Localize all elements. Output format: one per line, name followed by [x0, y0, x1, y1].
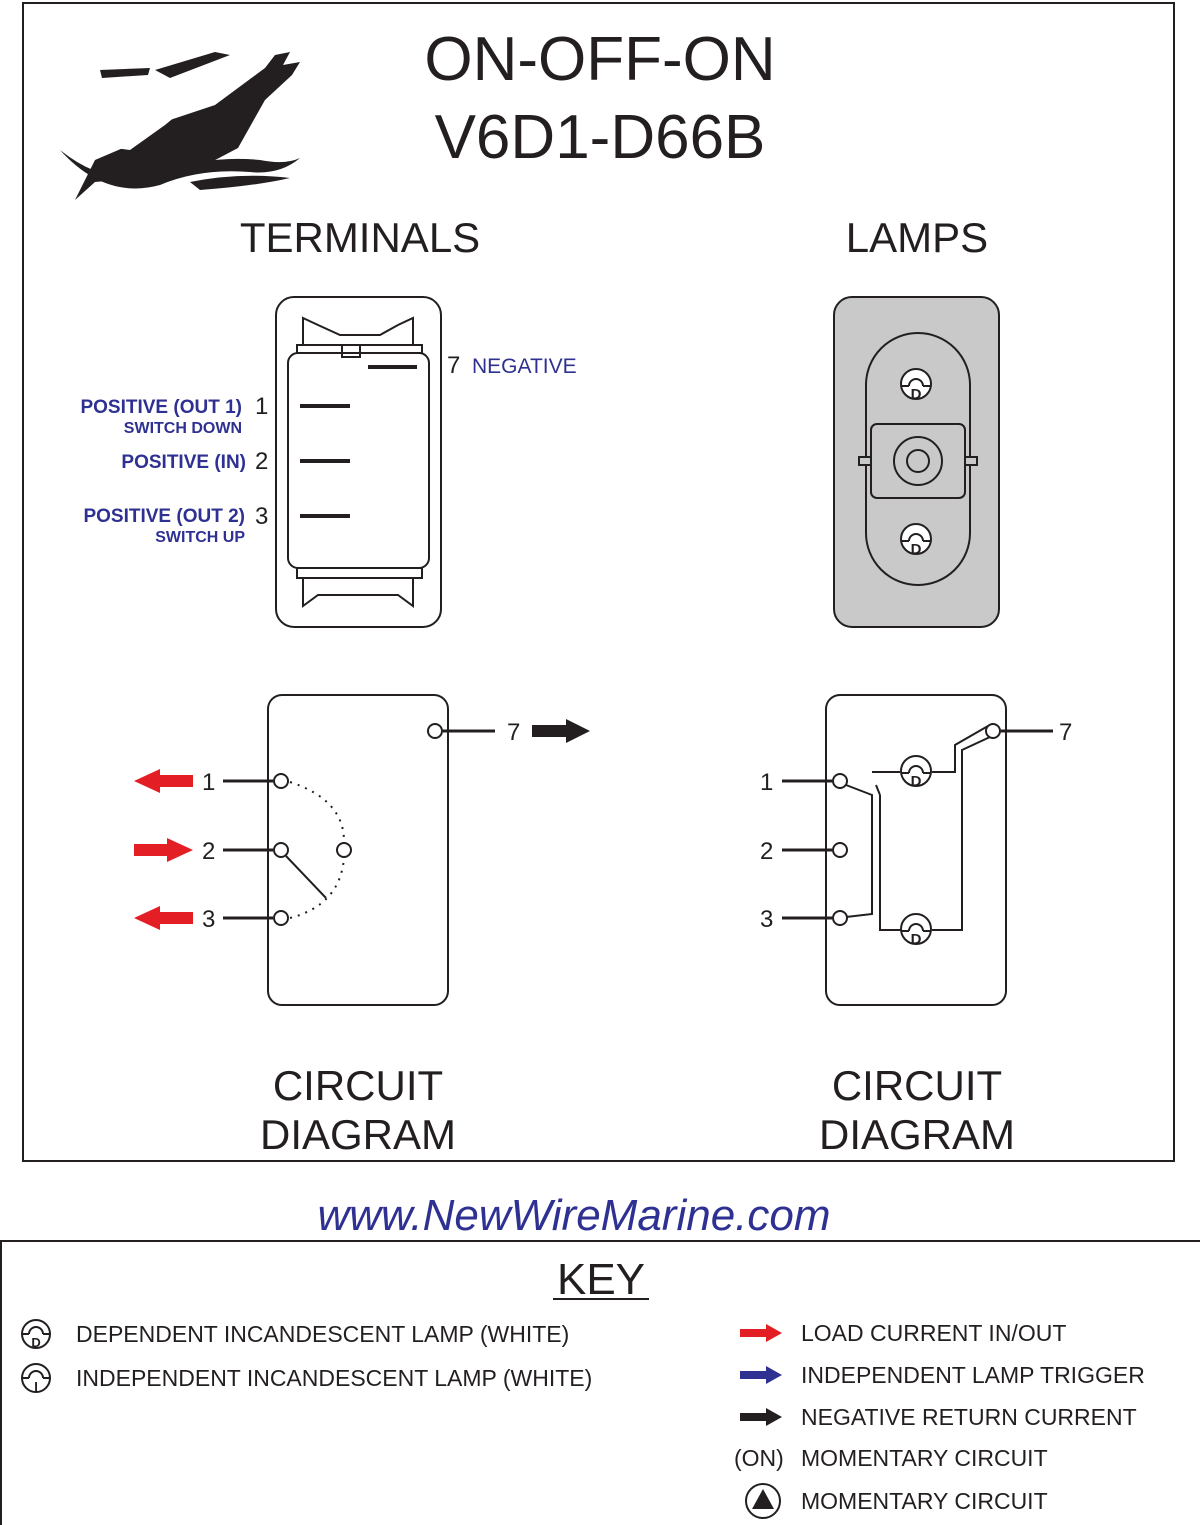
key-frame	[0, 1240, 1200, 1525]
terminal-1-label: POSITIVE (OUT 1)	[80, 397, 242, 418]
independent-lamp-icon: I	[21, 1363, 51, 1394]
circuit-caption-left-line2: DIAGRAM	[260, 1111, 456, 1158]
key-load-current: LOAD CURRENT IN/OUT	[801, 1320, 1066, 1346]
circuit-caption-left-line1: CIRCUIT	[273, 1062, 443, 1109]
terminal-2-number: 2	[255, 448, 268, 475]
key-momentary-2: MOMENTARY CIRCUIT	[801, 1488, 1048, 1514]
blue-arrow-icon	[740, 1366, 782, 1384]
dependent-lamp-icon: D	[900, 913, 932, 948]
svg-text:D: D	[31, 1335, 40, 1350]
terminal-blades	[300, 365, 417, 518]
red-arrow-icon	[740, 1324, 782, 1342]
svg-text:D: D	[911, 386, 922, 403]
svg-text:D: D	[911, 931, 922, 948]
black-arrow-icon	[532, 719, 590, 743]
circuit-right-1: 1	[760, 769, 773, 796]
black-arrow-icon	[740, 1408, 782, 1426]
key-dependent-lamp: DEPENDENT INCANDESCENT LAMP (WHITE)	[76, 1321, 569, 1347]
dependent-lamp-icon: D	[900, 755, 932, 790]
diagram-frame	[22, 2, 1175, 1162]
circuit-caption-right-line1: CIRCUIT	[832, 1062, 1002, 1109]
key-on-symbol: (ON)	[734, 1445, 784, 1471]
key-negative-return: NEGATIVE RETURN CURRENT	[801, 1404, 1137, 1430]
key-momentary-1: MOMENTARY CIRCUIT	[801, 1445, 1048, 1471]
website-url: www.NewWireMarine.com	[317, 1191, 830, 1240]
circuit-left-3: 3	[202, 906, 215, 933]
terminal-3-number: 3	[255, 503, 268, 530]
terminal-2-label: POSITIVE (IN)	[121, 452, 246, 473]
circuit-diagram-left	[223, 694, 495, 1006]
svg-text:D: D	[911, 541, 922, 558]
dependent-lamp-icon: D	[21, 1319, 51, 1350]
boat-logo-icon	[60, 52, 300, 200]
circuit-left-1: 1	[202, 769, 215, 796]
circuit-right-7: 7	[1059, 719, 1072, 746]
dependent-lamp-icon: D	[900, 523, 932, 558]
lamp-rocker-face	[833, 296, 1000, 628]
momentary-triangle-icon	[745, 1483, 781, 1519]
title-line2: V6D1-D66B	[435, 103, 766, 172]
circuit-right-3: 3	[760, 906, 773, 933]
key-lamp-trigger: INDEPENDENT LAMP TRIGGER	[801, 1362, 1145, 1388]
red-arrow-icon	[134, 906, 193, 930]
terminal-1-number: 1	[255, 393, 268, 420]
terminal-3-sublabel: SWITCH UP	[155, 529, 245, 546]
circuit-left-7: 7	[507, 719, 520, 746]
svg-text:D: D	[911, 773, 922, 790]
svg-text:I: I	[34, 1379, 38, 1394]
terminal-switch-body	[275, 296, 442, 628]
circuit-diagram-right	[782, 694, 1053, 1006]
key-title: KEY	[557, 1255, 645, 1304]
terminal-3-label: POSITIVE (OUT 2)	[83, 506, 245, 527]
title-line1: ON-OFF-ON	[424, 25, 775, 94]
terminals-heading: TERMINALS	[240, 214, 480, 261]
circuit-right-2: 2	[760, 838, 773, 865]
circuit-caption-right-line2: DIAGRAM	[819, 1111, 1015, 1158]
red-arrow-icon	[134, 769, 193, 793]
red-arrow-icon	[134, 838, 193, 862]
dependent-lamp-icon: D	[900, 368, 932, 403]
terminal-7-number: 7	[447, 352, 460, 379]
terminal-1-sublabel: SWITCH DOWN	[124, 420, 242, 437]
circuit-left-2: 2	[202, 838, 215, 865]
lamps-heading: LAMPS	[846, 214, 988, 261]
terminal-7-label: NEGATIVE	[472, 355, 577, 378]
key-independent-lamp: INDEPENDENT INCANDESCENT LAMP (WHITE)	[76, 1365, 592, 1391]
